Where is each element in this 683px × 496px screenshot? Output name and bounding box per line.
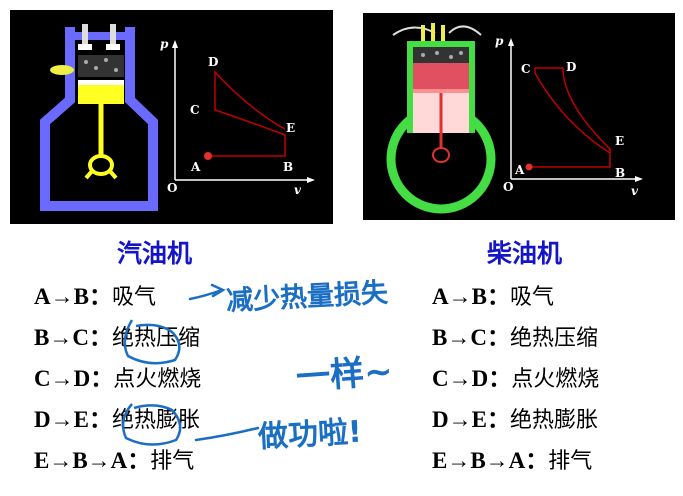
circle-mark-expansion bbox=[121, 403, 182, 446]
annotation-same: 一样~ bbox=[294, 351, 394, 398]
step-code: E→B→A： bbox=[34, 448, 151, 473]
diesel-engine-title: 柴油机 bbox=[487, 239, 563, 268]
step-code: D→E： bbox=[432, 407, 510, 432]
point-c-label: C bbox=[521, 62, 531, 76]
point-d-label: D bbox=[208, 55, 218, 69]
diesel-steps-list: A→B：吸气 B→C：绝热压缩 C→D：点火燃烧 D→E：绝热膨胀 E→B→A：… bbox=[432, 280, 599, 485]
step-row: D→E：绝热膨胀 bbox=[432, 403, 599, 444]
diesel-engine-panel: p v O A B C D E bbox=[363, 13, 675, 220]
step-desc: 绝热压缩 bbox=[509, 326, 598, 351]
axis-v-label: v bbox=[294, 183, 302, 197]
step-code: D→E： bbox=[34, 407, 112, 432]
annotation-doing-work: 做功啦! bbox=[257, 414, 363, 455]
axis-p-label: p bbox=[160, 37, 169, 51]
axis-v-label: v bbox=[631, 184, 639, 198]
step-row: A→B：吸气 bbox=[432, 280, 599, 321]
point-e-label: E bbox=[286, 121, 295, 135]
point-d-label: D bbox=[566, 60, 576, 74]
step-desc: 排气 bbox=[548, 449, 593, 474]
gasoline-steps-list: A→B：吸气 B→C：绝热压缩 C→D：点火燃烧 D→E：绝热膨胀 E→B→A：… bbox=[34, 280, 201, 485]
step-code: A→B： bbox=[432, 284, 510, 309]
step-code: C→D： bbox=[432, 366, 512, 391]
step-code: A→B： bbox=[34, 284, 112, 309]
step-code: B→C： bbox=[34, 325, 112, 350]
step-desc: 吸气 bbox=[111, 285, 156, 310]
underline-stroke bbox=[194, 426, 260, 442]
step-desc: 点火燃烧 bbox=[113, 367, 202, 392]
step-code: C→D： bbox=[34, 366, 114, 391]
step-row: E→B→A：排气 bbox=[34, 444, 201, 485]
gasoline-engine-title: 汽油机 bbox=[117, 239, 193, 268]
gasoline-cylinder-illustration bbox=[40, 24, 158, 211]
step-desc: 绝热膨胀 bbox=[509, 408, 598, 433]
point-e-label: E bbox=[615, 134, 624, 148]
axis-p-label: p bbox=[495, 34, 504, 48]
step-row: C→D：点火燃烧 bbox=[432, 362, 599, 403]
step-desc: 点火燃烧 bbox=[511, 367, 600, 392]
point-b-label: B bbox=[615, 166, 625, 180]
gasoline-engine-figure: p v O A B C D E bbox=[40, 24, 315, 211]
point-a-label: A bbox=[514, 163, 525, 177]
step-code: B→C： bbox=[432, 325, 510, 350]
origin-label: O bbox=[167, 181, 177, 195]
gasoline-pv-diagram: p v O A B C D E bbox=[160, 37, 315, 197]
diesel-pv-diagram: p v O A B C D E bbox=[495, 34, 643, 198]
step-row: C→D：点火燃烧 bbox=[34, 362, 201, 403]
gasoline-engine-panel: p v O A B C D E bbox=[10, 10, 333, 224]
step-row: E→B→A：排气 bbox=[432, 444, 599, 485]
diesel-cylinder-illustration bbox=[386, 23, 496, 214]
diesel-engine-figure: p v O A B C D E bbox=[386, 23, 643, 214]
step-desc: 吸气 bbox=[509, 285, 554, 310]
point-a-label: A bbox=[190, 160, 201, 174]
point-b-label: B bbox=[283, 160, 293, 174]
gasoline-cycle-curve bbox=[208, 70, 286, 157]
origin-label: O bbox=[503, 180, 513, 194]
step-code: E→B→A： bbox=[432, 448, 549, 473]
step-row: B→C：绝热压缩 bbox=[432, 321, 599, 362]
point-c-label: C bbox=[190, 103, 200, 117]
step-row: A→B：吸气 bbox=[34, 280, 201, 321]
diesel-cycle-curve bbox=[529, 67, 611, 168]
step-desc: 排气 bbox=[150, 449, 195, 474]
circle-mark-compression bbox=[123, 319, 181, 365]
